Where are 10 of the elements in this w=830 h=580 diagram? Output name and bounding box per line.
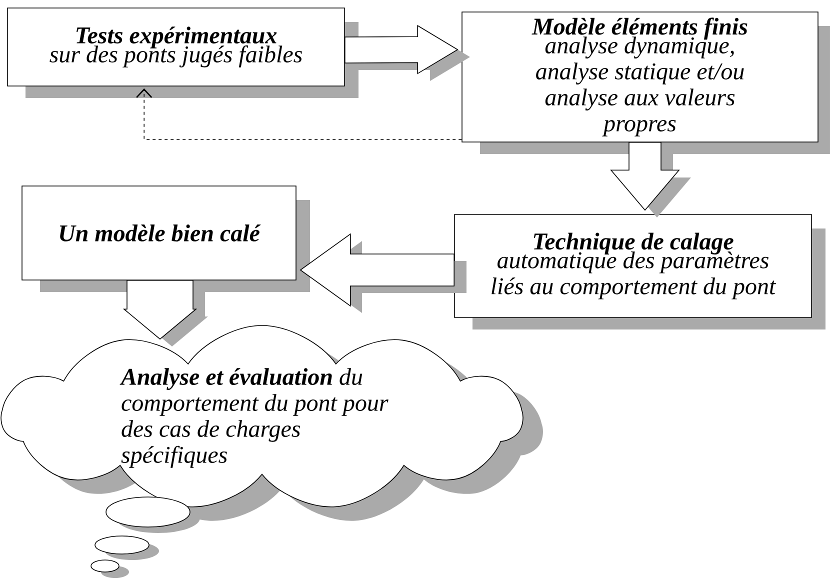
block-arrow	[610, 142, 691, 218]
process-box: Tests expérimentaux sur des ponts jugés faibles	[7, 8, 358, 98]
thought-cloud: Analyse et évaluation du comportement du pont pour des cas de charges spécifiques	[0, 325, 543, 521]
process-box: Un modèle bien calé	[22, 186, 310, 292]
process-box: Technique de calage automatique des paramètres liés au comportement du pont	[454, 214, 826, 330]
block-arrow	[344, 24, 470, 81]
arrow	[136, 88, 462, 140]
process-box: Modèle éléments finis analyse dynamique, analyse statique et/ou analyse aux valeurs propres	[462, 12, 830, 154]
block-arrow	[122, 280, 208, 346]
block-arrow	[300, 233, 466, 313]
